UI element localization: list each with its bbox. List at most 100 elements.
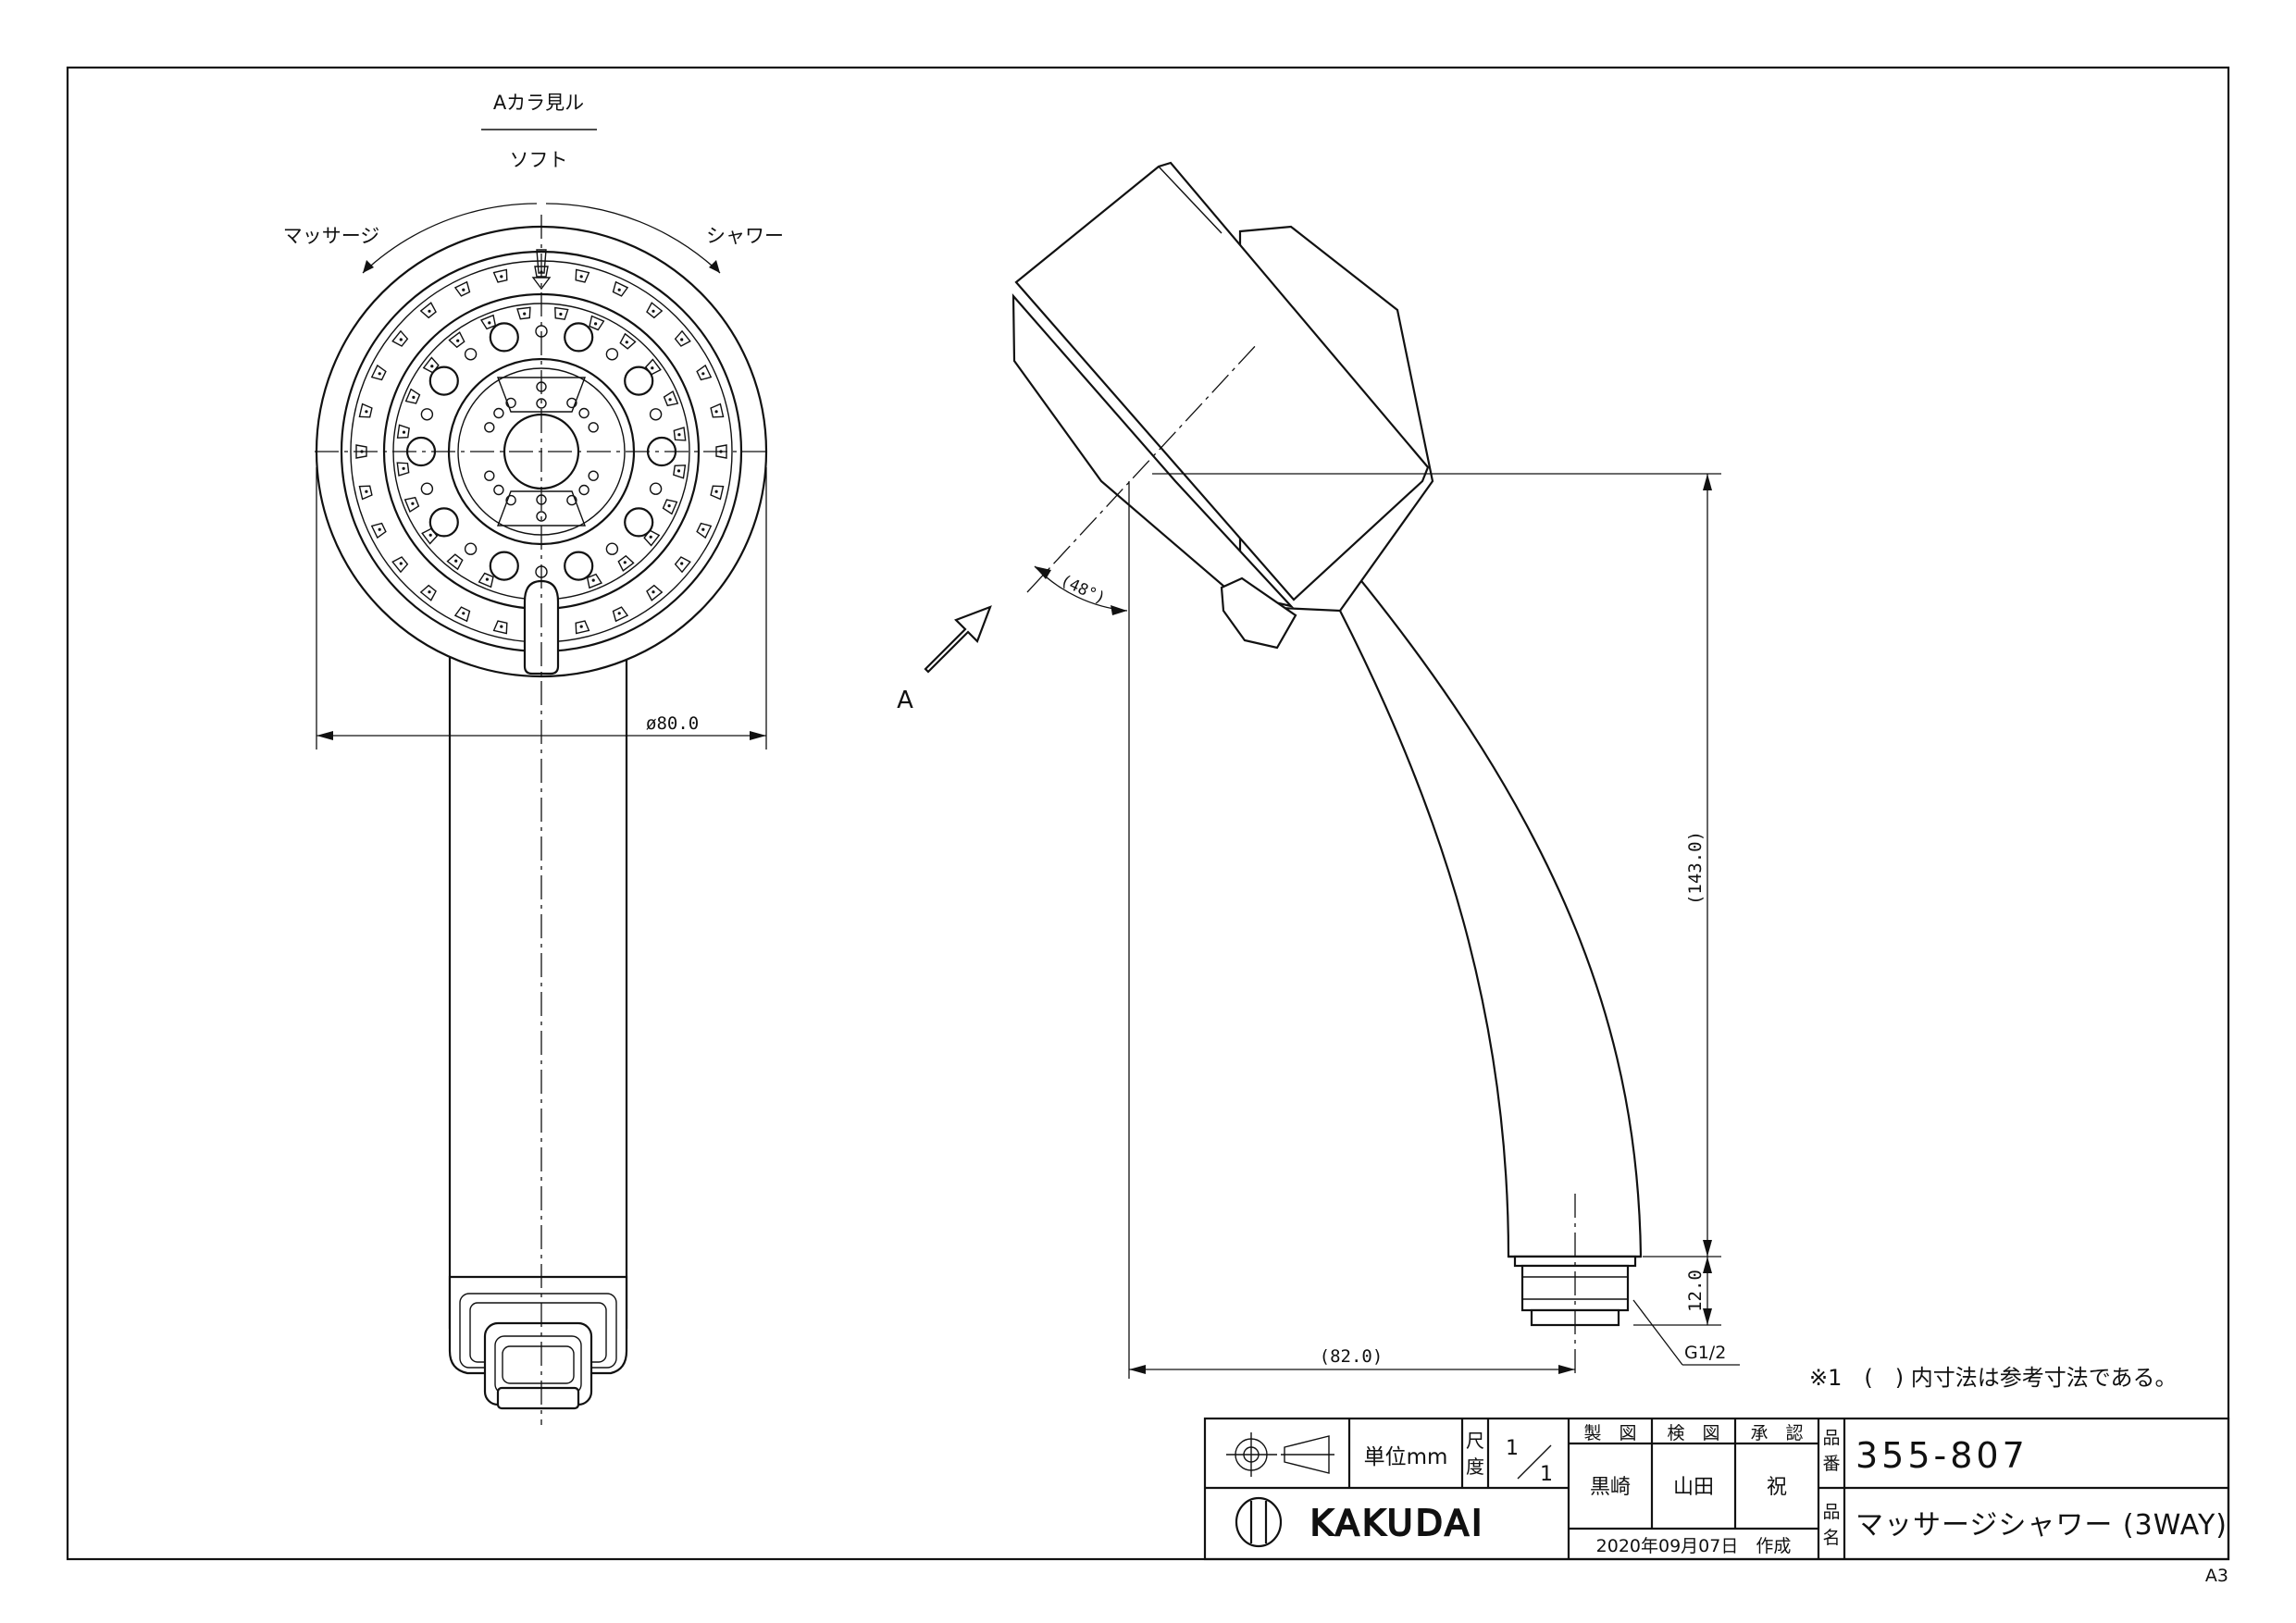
spray-nozzle-outer-dot <box>378 527 381 531</box>
soft-nozzle <box>484 470 495 481</box>
view-arrow-icon <box>924 605 992 674</box>
soft-nozzle <box>493 484 504 496</box>
scale-denominator: 1 <box>1540 1463 1553 1486</box>
mode-massage-label: マッサージ <box>283 225 380 247</box>
part-no-label-1: 品 <box>1822 1428 1840 1448</box>
spray-nozzle-inner <box>422 356 440 374</box>
small-nozzle <box>420 408 434 421</box>
spray-nozzle-outer <box>358 485 373 501</box>
spray-nozzle-inner-dot <box>454 559 458 563</box>
spray-nozzle-outer-dot <box>399 338 403 341</box>
spray-nozzle-inner <box>663 390 679 407</box>
spray-nozzle-outer-dot <box>617 612 621 615</box>
spray-nozzle-outer-dot <box>462 612 465 615</box>
spray-nozzle-outer <box>370 364 387 381</box>
massage-nozzle <box>564 551 594 581</box>
spray-nozzle-outer <box>492 268 508 283</box>
handle-body <box>448 609 628 1330</box>
side-lever <box>1220 576 1297 650</box>
part-name: マッサージシャワー (3WAY) <box>1855 1509 2228 1542</box>
small-nozzle <box>464 348 478 361</box>
spray-nozzle-inner <box>516 306 531 320</box>
spray-nozzle-inner-dot <box>428 533 432 537</box>
spray-nozzle-outer-dot <box>714 410 718 414</box>
massage-nozzle <box>428 365 459 396</box>
height-dimension: (143.0) <box>1685 831 1706 905</box>
soft-nozzle <box>536 398 547 409</box>
spray-nozzle-outer-dot <box>500 275 503 279</box>
side-view <box>924 161 1740 1379</box>
soft-nozzle <box>536 511 547 522</box>
creation-date: 2020年09月07日 作成 <box>1596 1536 1792 1556</box>
part-name-label-2: 名 <box>1822 1528 1840 1548</box>
spray-nozzle-inner <box>673 427 687 441</box>
spray-nozzle-outer <box>575 620 590 635</box>
massage-nozzle <box>489 551 519 581</box>
spray-nozzle-outer-dot <box>399 562 403 565</box>
spray-nozzle-outer-dot <box>365 489 368 493</box>
soft-nozzle <box>505 397 516 409</box>
spray-nozzle-outer <box>453 606 471 623</box>
spray-nozzle-inner-dot <box>412 395 416 399</box>
massage-nozzle <box>624 365 654 396</box>
small-nozzle <box>649 408 663 421</box>
spray-nozzle-inner-dot <box>402 430 406 434</box>
spray-nozzle-outer <box>575 268 590 283</box>
spray-nozzle-inner-dot <box>668 398 672 402</box>
spray-nozzle-inner-dot <box>676 469 681 473</box>
thread-spec: G1/2 <box>1684 1343 1726 1363</box>
spray-nozzle-inner-dot <box>456 339 460 342</box>
spray-nozzle-outer <box>696 522 713 539</box>
spray-nozzle-outer-dot <box>428 590 431 594</box>
spray-nozzle-outer-dot <box>701 372 705 376</box>
spray-nozzle-outer <box>419 584 437 601</box>
massage-nozzle <box>624 507 654 538</box>
spray-nozzle-inner <box>617 554 635 572</box>
approved-by: 祝 <box>1767 1476 1787 1499</box>
spray-nozzle-outer <box>646 302 664 319</box>
spray-nozzle-inner-dot <box>488 321 491 325</box>
spray-nozzle-inner-dot <box>591 578 595 582</box>
spray-nozzle-inner-dot <box>411 502 415 505</box>
part-no-label-2: 番 <box>1822 1454 1840 1474</box>
massage-nozzle <box>428 507 459 538</box>
spray-nozzle-outer-dot <box>617 288 621 291</box>
spray-nozzle-outer-dot <box>680 338 684 341</box>
spray-nozzle-inner-dot <box>485 577 490 581</box>
spray-nozzle-outer <box>696 364 713 381</box>
view-from-label: Aカラ見ル <box>493 92 584 114</box>
spray-nozzle-inner <box>396 462 410 477</box>
small-nozzle <box>420 482 434 495</box>
spray-nozzle-inner-dot <box>523 312 527 316</box>
massage-nozzle <box>564 322 594 353</box>
approved-header: 承 認 <box>1750 1423 1803 1443</box>
drawing-border <box>66 66 2230 1561</box>
width-dimension: (82.0) <box>1320 1346 1384 1367</box>
spray-nozzle-inner <box>396 424 410 439</box>
spray-nozzle-outer <box>358 403 373 418</box>
spray-nozzle-inner-dot <box>402 466 405 470</box>
logo-wordmark: KAKUDAI <box>1310 1503 1485 1543</box>
checked-by: 山田 <box>1673 1476 1714 1499</box>
spray-nozzle-outer <box>710 485 725 501</box>
spray-nozzle-outer-dot <box>428 309 431 313</box>
spray-nozzle-inner-dot <box>667 504 671 508</box>
spray-nozzle-inner <box>619 332 637 350</box>
scale-label-2: 度 <box>1466 1456 1484 1478</box>
drawn-header: 製 図 <box>1583 1423 1636 1443</box>
spray-nozzle-outer <box>674 556 691 574</box>
title-block <box>1203 1417 2230 1561</box>
spray-nozzle-outer-dot <box>500 625 503 628</box>
soft-nozzle <box>566 494 577 506</box>
hose-fitting <box>448 1275 628 1410</box>
spray-nozzle-inner-dot <box>430 365 434 368</box>
spray-nozzle-inner <box>404 388 421 404</box>
soft-nozzle <box>578 484 590 496</box>
spray-nozzle-inner-dot <box>623 561 627 564</box>
spray-nozzle-outer <box>370 522 387 539</box>
spray-nozzle-inner-dot <box>625 341 628 344</box>
spray-nozzle-outer <box>391 329 409 347</box>
massage-nozzle <box>489 322 519 353</box>
soft-nozzle <box>588 470 599 481</box>
